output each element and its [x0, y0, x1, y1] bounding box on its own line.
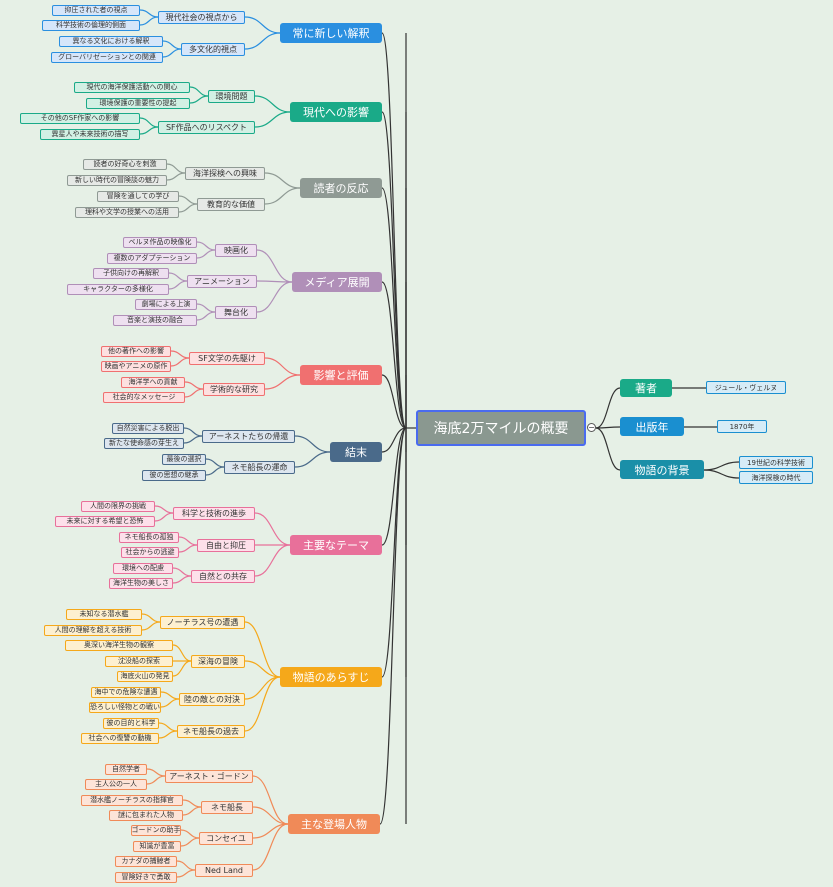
branch-publish-year[interactable]: 出版年	[620, 417, 684, 436]
leaf-6-1-1[interactable]: 社会からの逃避	[121, 546, 179, 558]
branch-1[interactable]: 現代への影響	[290, 102, 382, 122]
leaf-8-2-0[interactable]: ゴードンの助手	[131, 824, 181, 836]
leaf-0-0-0[interactable]: 抑圧された者の視点	[52, 4, 140, 16]
sub-topic-3-1[interactable]: アニメーション	[187, 274, 257, 288]
sub-topic-2-0[interactable]: 海洋探検への興味	[185, 166, 265, 180]
sub-topic-0-0[interactable]: 現代社会の視点から	[158, 10, 245, 24]
leaf-7-1-2[interactable]: 海底火山の発見	[117, 670, 173, 682]
leaf-3-1-0[interactable]: 子供向けの再解釈	[93, 267, 169, 279]
branch-author[interactable]: 著者	[620, 379, 672, 397]
leaf-7-3-0[interactable]: 彼の目的と科学	[103, 717, 159, 729]
leaf-5-1-1[interactable]: 彼の思想の継承	[142, 469, 206, 481]
branch-2[interactable]: 読者の反応	[300, 178, 382, 198]
leaf-background-2[interactable]: 海洋探検の時代	[739, 471, 813, 484]
branch-3[interactable]: メディア展開	[292, 272, 382, 292]
leaf-3-0-1[interactable]: 複数のアダプテーション	[107, 252, 197, 264]
leaf-7-3-1[interactable]: 社会への復讐の動機	[81, 732, 159, 744]
leaf-1-1-1[interactable]: 異星人や未来技術の描写	[40, 128, 140, 140]
sub-topic-8-0[interactable]: アーネスト・ゴードン	[165, 769, 253, 783]
sub-topic-3-0[interactable]: 映画化	[215, 243, 257, 257]
sub-topic-5-0[interactable]: アーネストたちの帰還	[202, 429, 295, 443]
branch-4[interactable]: 影響と評価	[300, 365, 382, 385]
sub-topic-8-3[interactable]: Ned Land	[195, 863, 253, 877]
sub-topic-6-0[interactable]: 科学と技術の進歩	[173, 506, 255, 520]
sub-topic-5-1[interactable]: ネモ船長の運命	[224, 460, 295, 474]
leaf-4-1-1[interactable]: 社会的なメッセージ	[103, 391, 185, 403]
leaf-2-0-1[interactable]: 新しい時代の冒険談の魅力	[67, 174, 167, 186]
sub-topic-1-0[interactable]: 環境問題	[208, 89, 255, 103]
leaf-5-0-0[interactable]: 自然災害による脱出	[112, 422, 184, 434]
leaf-5-0-1[interactable]: 新たな使命感の芽生え	[104, 437, 184, 449]
collapse-toggle-icon[interactable]: −	[587, 423, 596, 432]
leaf-2-0-0[interactable]: 読者の好奇心を刺激	[83, 158, 167, 170]
leaf-0-0-1[interactable]: 科学技術の倫理的側面	[42, 19, 140, 31]
leaf-4-0-1[interactable]: 映画やアニメの原作	[101, 360, 171, 372]
sub-topic-4-0[interactable]: SF文学の先駆け	[189, 351, 265, 365]
branch-background[interactable]: 物語の背景	[620, 460, 704, 479]
leaf-5-1-0[interactable]: 最後の選択	[162, 453, 206, 465]
sub-topic-0-1[interactable]: 多文化的視点	[181, 42, 245, 56]
leaf-6-0-1[interactable]: 未来に対する希望と恐怖	[55, 515, 155, 527]
leaf-8-1-0[interactable]: 潜水艦ノーチラスの指揮官	[81, 794, 183, 806]
leaf-6-0-0[interactable]: 人間の限界の挑戦	[81, 500, 155, 512]
sub-topic-6-2[interactable]: 自然との共存	[191, 569, 255, 583]
leaf-3-2-1[interactable]: 音楽と演技の融合	[113, 314, 197, 326]
leaf-3-1-1[interactable]: キャラクターの多様化	[67, 283, 169, 295]
leaf-2-1-0[interactable]: 冒険を通しての学び	[97, 190, 179, 202]
leaf-8-0-0[interactable]: 自然学者	[105, 763, 147, 775]
branch-6[interactable]: 主要なテーマ	[290, 535, 382, 555]
leaf-3-0-0[interactable]: ベルヌ作品の映像化	[123, 236, 197, 248]
branch-0[interactable]: 常に新しい解釈	[280, 23, 382, 43]
leaf-6-2-1[interactable]: 海洋生物の美しさ	[109, 577, 173, 589]
leaf-6-1-0[interactable]: ネモ船長の孤独	[119, 531, 179, 543]
leaf-publish-year[interactable]: 1870年	[717, 420, 767, 433]
sub-topic-7-2[interactable]: 陸の敵との対決	[179, 692, 245, 706]
sub-topic-8-1[interactable]: ネモ船長	[201, 800, 253, 814]
branch-7[interactable]: 物語のあらすじ	[280, 667, 382, 687]
sub-topic-6-1[interactable]: 自由と抑圧	[197, 538, 255, 552]
leaf-7-0-0[interactable]: 未知なる潜水艦	[66, 608, 142, 620]
sub-topic-7-3[interactable]: ネモ船長の過去	[177, 724, 245, 738]
sub-topic-7-0[interactable]: ノーチラス号の遭遇	[160, 615, 245, 629]
leaf-0-1-0[interactable]: 異なる文化における解釈	[59, 35, 163, 47]
leaf-8-3-1[interactable]: 冒険好きで勇敢	[115, 871, 177, 883]
leaf-1-0-0[interactable]: 現代の海洋保護活動への関心	[74, 81, 190, 93]
leaf-8-1-1[interactable]: 謎に包まれた人物	[109, 809, 183, 821]
leaf-1-0-1[interactable]: 環境保護の重要性の提起	[86, 97, 190, 109]
leaf-1-1-0[interactable]: その他のSF作家への影響	[20, 112, 140, 124]
sub-topic-4-1[interactable]: 学術的な研究	[203, 382, 265, 396]
root-topic[interactable]: 海底2万マイルの概要	[416, 410, 586, 446]
leaf-4-0-0[interactable]: 他の著作への影響	[101, 345, 171, 357]
sub-topic-3-2[interactable]: 舞台化	[215, 305, 257, 319]
leaf-7-0-1[interactable]: 人間の理解を超える技術	[44, 624, 142, 636]
leaf-8-0-1[interactable]: 主人公の一人	[85, 778, 147, 790]
leaf-3-2-0[interactable]: 劇場による上演	[135, 298, 197, 310]
leaf-7-2-0[interactable]: 海中での危険な遭遇	[91, 686, 161, 698]
leaf-7-1-0[interactable]: 奥深い海洋生物の観察	[65, 639, 173, 651]
sub-topic-8-2[interactable]: コンセイユ	[199, 831, 253, 845]
leaf-2-1-1[interactable]: 理科や文学の授業への活用	[75, 206, 179, 218]
leaf-6-2-0[interactable]: 環境への配慮	[113, 562, 173, 574]
sub-topic-1-1[interactable]: SF作品へのリスペクト	[158, 120, 255, 134]
leaf-4-1-0[interactable]: 海洋学への貢献	[121, 376, 185, 388]
leaf-7-1-1[interactable]: 沈没船の探索	[105, 655, 173, 667]
sub-topic-7-1[interactable]: 深海の冒険	[191, 654, 245, 668]
leaf-7-2-1[interactable]: 恐ろしい怪物との戦い	[89, 701, 161, 713]
leaf-8-2-1[interactable]: 知識が豊富	[133, 840, 181, 852]
leaf-author-name[interactable]: ジュール・ヴェルヌ	[706, 381, 786, 394]
sub-topic-2-1[interactable]: 教育的な価値	[197, 197, 265, 211]
leaf-background-1[interactable]: 19世紀の科学技術	[739, 456, 813, 469]
branch-5[interactable]: 結末	[330, 442, 382, 462]
leaf-8-3-0[interactable]: カナダの捕鯨者	[115, 855, 177, 867]
leaf-0-1-1[interactable]: グローバリゼーションとの関連	[51, 51, 163, 63]
branch-8[interactable]: 主な登場人物	[288, 814, 380, 834]
